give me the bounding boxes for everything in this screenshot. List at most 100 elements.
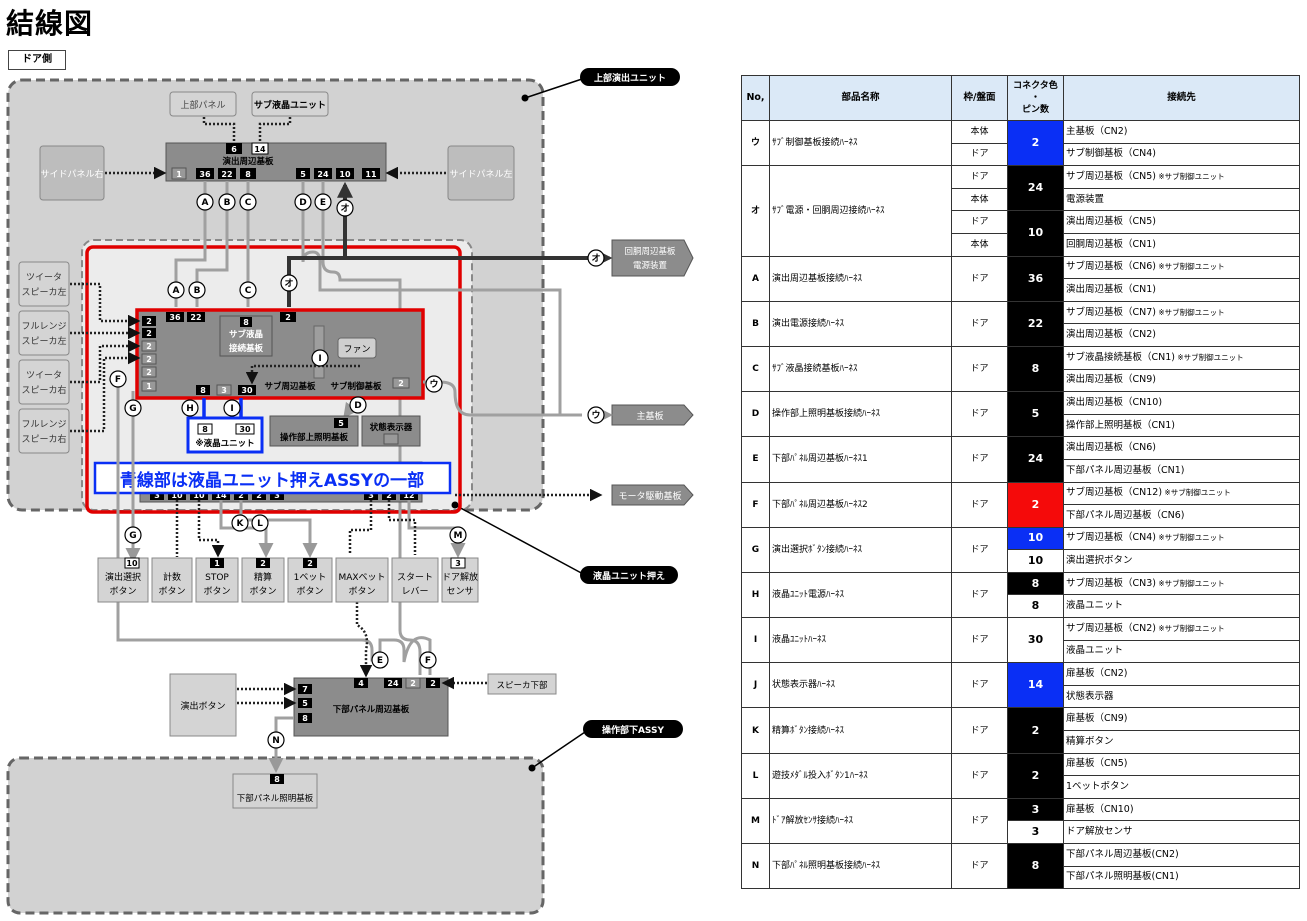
- sub-lcd-board-label-1: サブ液晶: [229, 329, 263, 340]
- destination-text: 演出周辺基板（CN10): [1066, 396, 1163, 408]
- cell-part-name: 精算ﾎﾞﾀﾝ接続ﾊｰﾈｽ: [769, 707, 952, 754]
- svg-text:F: F: [425, 656, 431, 666]
- svg-text:E: E: [377, 656, 383, 666]
- cell-no: D: [741, 391, 770, 438]
- svg-text:E: E: [320, 198, 326, 208]
- svg-text:C: C: [245, 286, 252, 296]
- svg-text:24: 24: [387, 679, 399, 688]
- cell-destination: 演出周辺基板（CN10): [1063, 391, 1300, 415]
- cell-destination: 液晶ユニット: [1063, 594, 1300, 619]
- btn-start-label-1: スタート: [397, 572, 433, 583]
- cell-part-name: ｻﾌﾞ制御基板接続ﾊｰﾈｽ: [769, 119, 952, 167]
- svg-text:2: 2: [398, 379, 404, 388]
- cell-frame: ドア: [951, 571, 1008, 619]
- svg-text:2: 2: [146, 342, 152, 351]
- fan-box: ファン: [343, 345, 370, 355]
- cell-destination: 下部パネル照明基板(CN1): [1063, 865, 1300, 890]
- destination-text: サブ周辺基板（CN7): [1066, 306, 1156, 318]
- ext-periph-label-1: 回胴周辺基板: [624, 246, 676, 257]
- cell-destination: 液晶ユニット: [1063, 639, 1300, 664]
- svg-text:3: 3: [368, 491, 374, 500]
- destination-text: 演出周辺基板（CN6): [1066, 442, 1156, 454]
- destination-text: サブ周辺基板（CN6): [1066, 261, 1156, 273]
- svg-text:14: 14: [254, 145, 266, 154]
- cell-part-name: 液晶ﾕﾆｯﾄ電源ﾊｰﾈｽ: [769, 571, 952, 619]
- cell-no: K: [741, 707, 770, 754]
- cell-frame: ドア: [951, 165, 1008, 189]
- svg-text:オ: オ: [284, 278, 293, 289]
- cell-no: ウ: [741, 119, 770, 167]
- cell-no: N: [741, 842, 770, 890]
- destination-text: 主基板（CN2): [1066, 125, 1128, 137]
- btn-settle-label-2: ボタン: [249, 586, 276, 597]
- destination-note: ※サブ制御ユニット: [1175, 352, 1244, 362]
- lower-panel-board-label: 下部パネル周辺基板: [333, 704, 410, 715]
- destination-text: 1ベットボタン: [1066, 781, 1130, 793]
- destination-text: 演出周辺基板（CN5): [1066, 216, 1156, 228]
- svg-text:14: 14: [215, 491, 227, 500]
- destination-text: サブ制御基板（CN4): [1066, 148, 1156, 160]
- destination-text: 扉基板（CN5): [1066, 758, 1128, 770]
- cell-destination: 演出周辺基板（CN9): [1063, 368, 1300, 393]
- svg-text:D: D: [354, 401, 361, 411]
- cell-pin-count: 2: [1007, 707, 1064, 754]
- cell-destination: 操作部上照明基板（CN1): [1063, 413, 1300, 438]
- cell-pin-count: 3: [1007, 797, 1064, 822]
- svg-text:I: I: [318, 354, 321, 364]
- cell-destination: 演出周辺基板（CN2): [1063, 323, 1300, 347]
- destination-text: サブ液晶接続基板（CN1): [1066, 351, 1175, 363]
- svg-text:G: G: [129, 404, 136, 414]
- door-side-label: ドア側: [8, 50, 66, 70]
- cell-no: G: [741, 526, 770, 573]
- col-header-frame: 枠/盤面: [951, 75, 1008, 121]
- destination-text: サブ周辺基板（CN2): [1066, 622, 1156, 634]
- cell-destination: 下部パネル周辺基板（CN6): [1063, 504, 1300, 528]
- destination-text: 下部パネル周辺基板（CN1): [1066, 464, 1185, 476]
- speaker-lower-label: スピーカ下部: [496, 680, 548, 691]
- cell-frame: ドア: [951, 142, 1008, 167]
- cell-destination: 精算ボタン: [1063, 730, 1300, 754]
- cell-part-name: ｻﾌﾞ電源・回胴周辺接続ﾊｰﾈｽ: [769, 165, 952, 257]
- svg-text:6: 6: [231, 145, 237, 154]
- destination-text: 下部パネル周辺基板(CN2): [1066, 848, 1179, 860]
- svg-text:2: 2: [146, 355, 152, 364]
- cell-pin-count: 2: [1007, 481, 1064, 528]
- cell-destination: 扉基板（CN2): [1063, 662, 1300, 686]
- destination-note: ※サブ制御ユニット: [1156, 307, 1225, 317]
- svg-text:1: 1: [146, 382, 152, 391]
- cell-part-name: 遊技ﾒﾀﾞﾙ投入ﾎﾞﾀﾝ1ﾊｰﾈｽ: [769, 752, 952, 799]
- svg-text:3: 3: [455, 559, 461, 568]
- cell-part-name: 下部ﾊﾟﾈﾙ照明基板接続ﾊｰﾈｽ: [769, 842, 952, 890]
- cell-destination: 扉基板（CN5): [1063, 752, 1300, 777]
- col-header-pin-2: ・: [1030, 93, 1040, 103]
- btn-count-label-2: ボタン: [158, 586, 185, 597]
- cell-no: I: [741, 617, 770, 664]
- svg-text:2: 2: [146, 317, 152, 326]
- svg-text:8: 8: [200, 386, 206, 395]
- svg-text:5: 5: [300, 170, 306, 179]
- svg-text:G: G: [129, 531, 136, 541]
- svg-text:A: A: [173, 286, 180, 296]
- cell-pin-count: 14: [1007, 662, 1064, 709]
- tweeter-left-label-2: スピーカ左: [21, 286, 66, 298]
- svg-text:2: 2: [430, 679, 436, 688]
- cell-no: C: [741, 345, 770, 393]
- cell-destination: 演出周辺基板（CN6): [1063, 436, 1300, 460]
- svg-text:ウ: ウ: [591, 410, 600, 421]
- destination-note: ※サブ制御ユニット: [1156, 578, 1225, 588]
- effect-button-label: 演出ボタン: [180, 700, 225, 712]
- cell-destination: 下部パネル周辺基板（CN1): [1063, 458, 1300, 483]
- btn-effect-select-label-1: 演出選択: [105, 571, 141, 583]
- cell-no: F: [741, 481, 770, 528]
- cell-destination: 1ベットボタン: [1063, 775, 1300, 799]
- cell-frame: ドア: [951, 662, 1008, 709]
- destination-text: 演出周辺基板（CN1): [1066, 283, 1156, 295]
- cell-destination: 扉基板（CN10): [1063, 797, 1300, 822]
